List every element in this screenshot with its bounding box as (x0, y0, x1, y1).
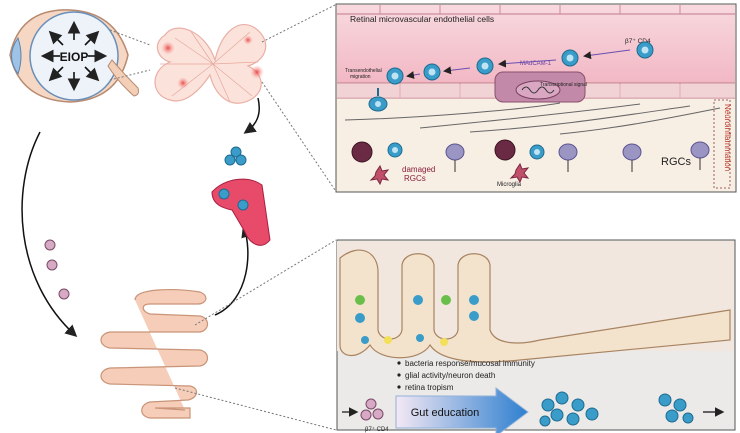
microglia-label: Microglia (497, 182, 522, 188)
cd4-label-gut: β7⁺ CD4 (365, 426, 389, 433)
rgc-cells (445, 141, 710, 172)
transendothelial-label: Transendothelial (345, 68, 382, 74)
educated-cd4-cells (539, 391, 694, 427)
neuroinflammation-box (713, 99, 731, 189)
retina-panel-title: Retinal microvascular endothelial cells (350, 14, 494, 24)
gut-connector-lines (174, 239, 337, 431)
naive-cd4-cells (360, 398, 384, 421)
retina-panel: Retinal microvascular endothelial cells … (335, 3, 737, 193)
microglia-cells (369, 162, 530, 186)
rgcs-label: RGCs (661, 156, 691, 168)
eye-illustration: EIOP (9, 9, 139, 103)
bullet-item: glial activity/neuron death (405, 371, 495, 380)
tcell-cluster (224, 146, 247, 166)
cd4-label-retina: β7⁺ CD4 (625, 38, 651, 45)
migration-label: migration (350, 74, 371, 80)
retina-connector-lines (261, 4, 336, 191)
intestine-illustration (100, 289, 209, 419)
madcam-label: MAdCAM-1 (520, 61, 552, 67)
vessel-fragment (211, 178, 271, 246)
transcription-label: Transcriptional signal (540, 82, 587, 88)
retina-flatmount (154, 23, 267, 104)
bullet-item: retina tropism (405, 383, 454, 392)
damaged-rgc-cells (351, 139, 516, 163)
tcells-tissue (387, 142, 545, 160)
gut-bullets: bacteria response/mucosal immunity glial… (397, 359, 535, 392)
neuroinflammation-label: Neuroinflammation (723, 104, 732, 171)
damaged-label: damaged (402, 165, 435, 174)
eye-connector-lines (109, 29, 151, 81)
eiop-label: EIOP (60, 50, 89, 64)
tcells-vessel (368, 41, 654, 112)
circulating-cells (44, 239, 70, 300)
crypt-cells (355, 295, 479, 346)
gut-education-arrow (395, 387, 529, 433)
gut-education-label: Gut education (411, 407, 480, 419)
damaged-rgcs-label: RGCs (404, 174, 426, 183)
gut-panel: bacteria response/mucosal immunity glial… (336, 239, 736, 433)
bullet-item: bacteria response/mucosal immunity (405, 359, 535, 368)
cycle-arrows (21, 97, 260, 338)
